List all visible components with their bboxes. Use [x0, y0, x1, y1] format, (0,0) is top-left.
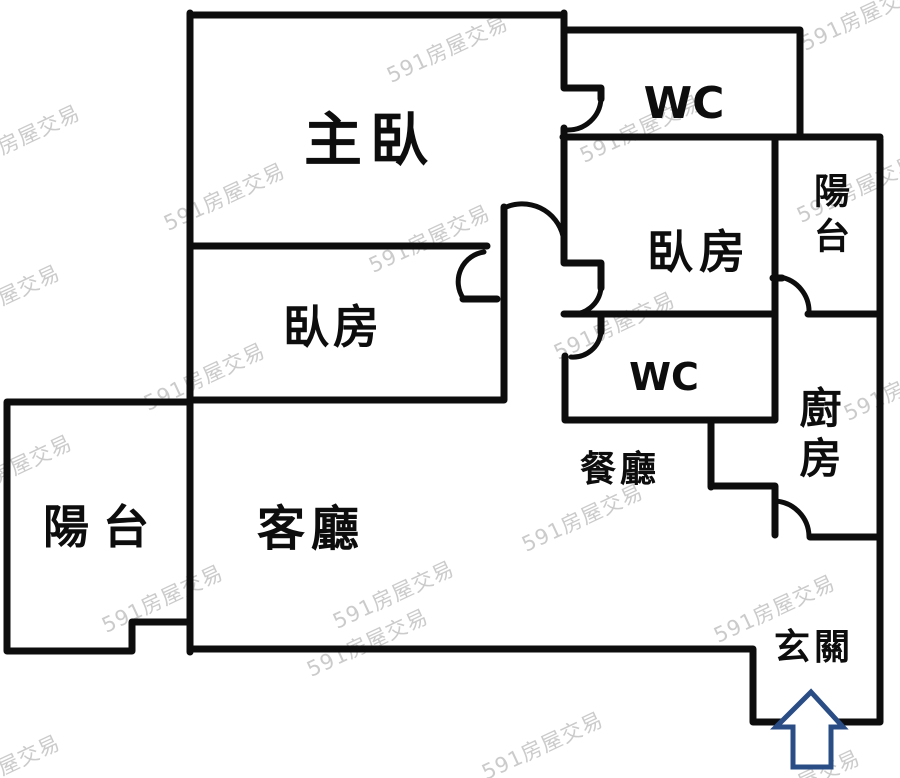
watermark-text: 591房屋交易: [0, 261, 64, 338]
room-label-wc-middle: WC: [629, 355, 699, 399]
watermark-text: 591房屋交易: [550, 288, 679, 365]
room-label-living: 客廳: [256, 501, 366, 557]
room-label-bedroom-right: 臥房: [647, 225, 751, 279]
watermark-text: 591房屋交易: [797, 0, 900, 56]
watermark-text: 591房屋交易: [160, 159, 289, 236]
watermark-text: 591房屋交易: [840, 349, 900, 426]
watermark-text: 591房屋交易: [0, 731, 64, 778]
room-label-balcony-left: 陽台: [43, 500, 163, 554]
watermark-text: 591房屋交易: [98, 561, 227, 638]
room-label-wc-top: WC: [643, 78, 725, 129]
watermark-text: 591房屋交易: [478, 708, 607, 778]
room-label-balcony-right: 陽台: [808, 172, 849, 262]
watermark-text: 591房屋交易: [0, 101, 84, 178]
room-label-entry: 玄關: [773, 627, 855, 668]
room-label-bedroom-left: 臥房: [283, 300, 383, 354]
room-label-dining: 餐廳: [579, 449, 661, 490]
watermark-text: 591房屋交易: [383, 11, 512, 88]
watermark-text: 591房屋交易: [0, 431, 76, 508]
room-label-kitchen: 廚房: [793, 386, 842, 486]
entrance-arrow: [769, 688, 849, 770]
watermark-text: 591房屋交易: [518, 480, 647, 557]
door-arcs: [455, 96, 812, 539]
watermark-text: 591房屋交易: [365, 201, 494, 278]
walls: [3, 9, 884, 726]
room-label-master-bedroom: 主臥: [303, 106, 437, 174]
